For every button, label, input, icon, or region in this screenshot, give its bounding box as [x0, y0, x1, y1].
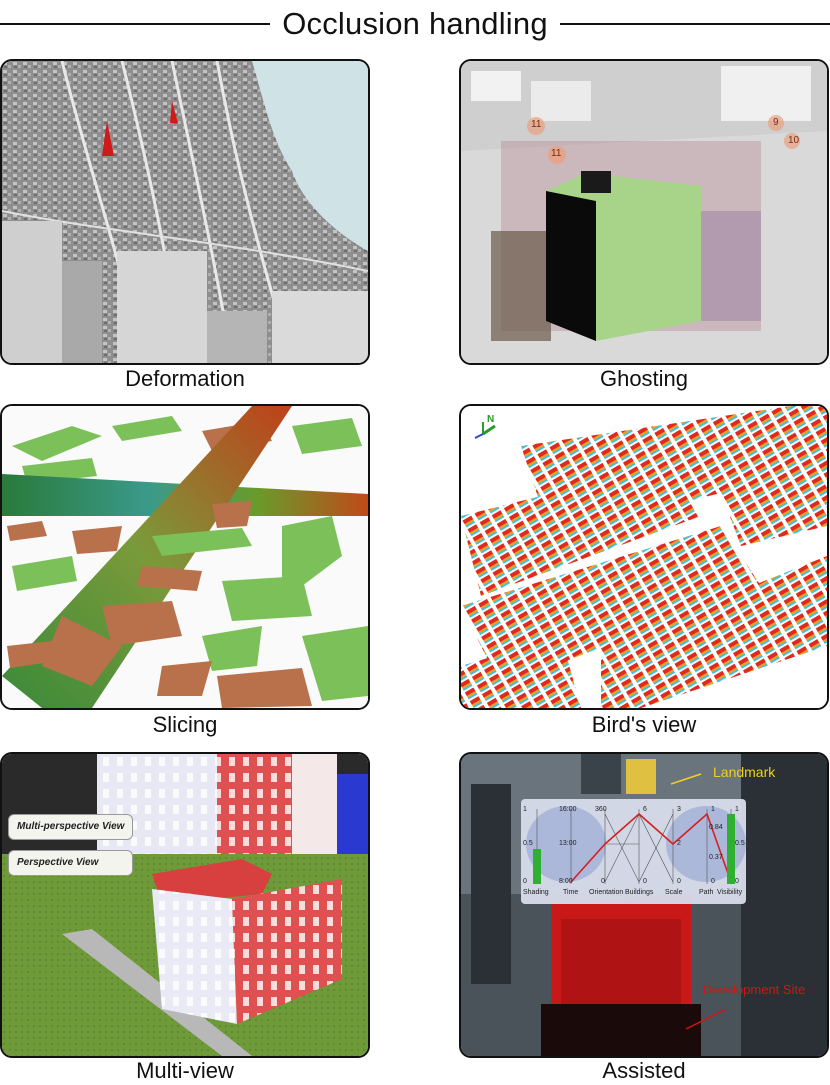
caption-slicing: Slicing — [152, 712, 218, 737]
pcp-ticks: 1 0.5 0 16:00 13:00 8:00 360 0 6 0 3 2 0… — [521, 802, 746, 892]
pcp-tick: 0 — [711, 878, 715, 885]
multi-view-image — [2, 754, 368, 1056]
pcp-tick: 360 — [595, 806, 607, 813]
pcp-axis-label: Time — [563, 889, 579, 896]
header-rule-left — [0, 23, 270, 25]
pcp-tick: 1 — [523, 806, 527, 813]
pcp-tick: 2 — [677, 840, 681, 847]
figure-title: Occlusion handling — [282, 6, 548, 41]
pcp-tick: 8:00 — [559, 878, 573, 885]
pcp-axis-label: Buildings — [625, 889, 654, 896]
assisted-image — [461, 754, 827, 1056]
ghost-marker: 11 — [551, 148, 562, 159]
panel-ghosting: 11 11 9 10 — [459, 59, 829, 365]
panel-birds-view: N — [459, 404, 829, 710]
panel-multi-view: Multi-perspective View Perspective View — [0, 752, 370, 1058]
pcp-axis-label: Scale — [665, 889, 683, 896]
pcp-tick: 0.5 — [523, 840, 533, 847]
north-axis-label: N — [487, 414, 495, 425]
pcp-tick: 0.37 — [709, 854, 723, 861]
deformation-image — [2, 61, 368, 363]
caption-deformation: Deformation — [125, 366, 245, 391]
birds-view-image — [461, 406, 827, 708]
panel-deformation — [0, 59, 370, 365]
ghost-marker: 9 — [773, 117, 779, 128]
development-site-label: Development Site — [702, 982, 806, 997]
slicing-image — [2, 406, 368, 708]
perspective-label: Perspective View — [8, 850, 133, 876]
pcp-tick: 1 — [711, 806, 715, 813]
pcp-axis-labels: Shading Time Orientation Buildings Scale… — [521, 889, 746, 903]
pcp-axis-label: Visibility — [717, 889, 743, 896]
caption-ghosting: Ghosting — [599, 366, 689, 391]
pcp-tick: 1 — [735, 806, 739, 813]
panel-slicing — [0, 404, 370, 710]
header-rule-right — [560, 23, 830, 25]
ghosting-image — [461, 61, 827, 363]
pcp-tick: 13:00 — [559, 840, 577, 847]
panel-assisted: Landmark Development Site Shading Time O… — [459, 752, 829, 1058]
pcp-tick: 0.5 — [735, 840, 745, 847]
multi-perspective-label: Multi-perspective View — [8, 814, 134, 840]
pcp-tick: 0.84 — [709, 824, 723, 831]
pcp-tick: 0 — [677, 878, 681, 885]
pcp-axis-label: Shading — [523, 889, 549, 896]
figure-header: Occlusion handling — [0, 0, 830, 48]
pcp-tick: 16:00 — [559, 806, 577, 813]
pcp-axis-label: Orientation — [589, 889, 624, 896]
caption-birds-view: Bird's view — [591, 712, 697, 737]
pcp-tick: 6 — [643, 806, 647, 813]
pcp-tick: 3 — [677, 806, 681, 813]
landmark-label: Landmark — [713, 764, 776, 780]
pcp-tick: 0 — [643, 878, 647, 885]
pcp-tick: 0 — [601, 878, 605, 885]
pcp-tick: 0 — [523, 878, 527, 885]
ghost-marker: 10 — [788, 135, 800, 146]
caption-multi-view: Multi-view — [136, 1058, 234, 1083]
ghost-marker: 11 — [531, 119, 542, 130]
pcp-tick: 0 — [735, 878, 739, 885]
caption-assisted: Assisted — [602, 1058, 686, 1083]
pcp-axis-label: Path — [699, 889, 714, 896]
